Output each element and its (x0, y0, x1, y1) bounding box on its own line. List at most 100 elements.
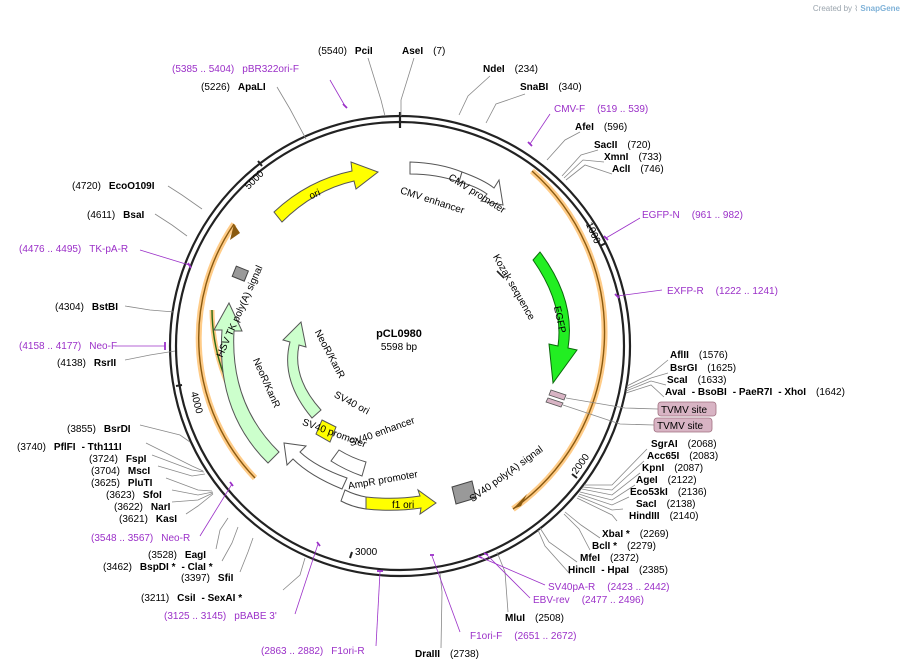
feature-ori (273, 161, 380, 223)
feature-sv40-polya (451, 480, 477, 505)
primer-tk-pa-r: (4476 .. 4495)TK-pA-R (19, 244, 128, 255)
tvmv-label-1: TVMV site (661, 405, 708, 416)
site-bsrgi: BsrGI(1625) (670, 363, 736, 374)
feature-label-kozak: Kozak sequence (490, 253, 537, 323)
orf-arc-egfp-inner (512, 170, 606, 510)
credit-brand: SnapGene (860, 4, 900, 13)
tvmv-box-2 (653, 417, 713, 433)
site-saci: SacI(2138) (636, 499, 695, 510)
primer-pbabe-3: (3125 .. 3145)pBABE 3' (164, 611, 277, 622)
site-afei: AfeI(596) (575, 122, 627, 133)
snapgene-logo-icon: ⌇ (854, 4, 859, 13)
tick-5000 (257, 160, 263, 167)
feature-ampr-promoter (340, 489, 367, 510)
tick-label-5000: 5000 (243, 168, 267, 192)
feature-egfp (532, 251, 578, 385)
site-acc65i: Acc65I(2083) (647, 451, 718, 462)
feature-label-sv40-enhancer: SV40 enhancer (348, 415, 417, 449)
site-pflfi: (3740)PflFI- Tth111I (17, 442, 122, 453)
plasmid-name: pCL0980 (376, 328, 422, 340)
site-csii: (3211)CsiI- SexAI * (141, 593, 242, 604)
credit-prefix: Created by (812, 4, 853, 13)
feature-label-sv40-ori: SV40 ori (332, 390, 371, 418)
site-draiii: DraIII(2738) (415, 649, 479, 660)
site-asei: AseI(7) (402, 46, 445, 57)
feature-kozak (496, 270, 505, 279)
site-sfoi: (3623)SfoI (106, 490, 162, 501)
primer-cmv-f: CMV-F(519 .. 539) (554, 104, 648, 115)
site-kasi: (3621)KasI (119, 514, 177, 525)
tvmv-leaders (562, 397, 659, 426)
site-hincii: HincII- HpaI(2385) (568, 565, 668, 576)
site-scai: ScaI(1633) (667, 375, 726, 386)
feature-label-ori: ori (308, 188, 323, 203)
site-sfii: (3397)SfiI (181, 573, 234, 584)
site-rsrii: (4138)RsrII (57, 358, 116, 369)
snapgene-credit: Created by ⌇ SnapGene (813, 4, 900, 13)
site-sgrai: SgrAI(2068) (651, 439, 717, 450)
site-pcii: (5540)PciI (318, 46, 373, 57)
site-bsai: (4611)BsaI (87, 210, 145, 221)
tick-3000 (349, 551, 353, 559)
feature-label-f1-ori: f1 ori (392, 500, 414, 511)
orf-arc-neo-inner (198, 223, 256, 479)
tick-1000 (599, 242, 607, 247)
site-fspi: (3724)FspI (89, 454, 147, 465)
site-bcli: BclI *(2279) (592, 541, 656, 552)
feature-cmv-promoter (458, 171, 504, 206)
site-hindiii: HindIII(2140) (629, 511, 698, 522)
site-nari: (3622)NarI (114, 502, 171, 513)
feature-sv40-promoter (283, 442, 348, 490)
site-sacii: SacII(720) (594, 140, 651, 151)
site-apali: (5226)ApaLI (201, 82, 266, 93)
site-ndei: NdeI(234) (483, 64, 538, 75)
site-snabi: SnaBI(340) (520, 82, 582, 93)
feature-tvmv-2 (545, 397, 564, 408)
orf-arrow-neo (230, 224, 240, 240)
feature-label-cmv-enhancer: CMV enhancer (399, 186, 466, 217)
tick-2000 (571, 473, 578, 479)
tvmv-box-1 (657, 401, 717, 417)
primer-egfp-n: EGFP-N(961 .. 982) (642, 210, 743, 221)
site-bspdi: (3462)BspDI *- ClaI * (103, 562, 213, 573)
orf-arrow-egfp (513, 494, 527, 509)
site-msci: (3704)MscI (91, 466, 150, 477)
site-bsrdi: (3855)BsrDI (67, 424, 131, 435)
tick-4000 (175, 384, 183, 387)
primer-neo-f: (4158 .. 4177)Neo-F (19, 341, 117, 352)
site-pluti: (3625)PluTI (91, 478, 153, 489)
plasmid-size: 5598 bp (381, 342, 418, 353)
site-agei: AgeI(2122) (636, 475, 697, 486)
site-mfei: MfeI(2372) (580, 553, 639, 564)
tick-label-3000: 3000 (355, 547, 378, 558)
primer-sv40pa-r: SV40pA-R(2423 .. 2442) (548, 582, 670, 593)
site-xmni: XmnI(733) (604, 152, 662, 163)
site-avai: AvaI- BsoBI- PaeR7I- XhoI(1642) (665, 387, 845, 398)
primer-f1ori-r: (2863 .. 2882)F1ori-R (261, 646, 365, 657)
tvmv-label-2: TVMV site (657, 421, 704, 432)
site-bstbi: (4304)BstBI (55, 302, 118, 313)
site-acli: AclI(746) (612, 164, 664, 175)
primer-leaders (115, 79, 663, 647)
feature-label-neo-outer: NeoR/KanR (250, 357, 282, 410)
site-kpni: KpnI(2087) (642, 463, 703, 474)
tick-label-2000: 2000 (570, 452, 592, 477)
site-eco53ki: Eco53kI(2136) (630, 487, 707, 498)
site-aflii: AflII(1576) (670, 350, 728, 361)
feature-f1-ori (365, 488, 437, 516)
site-ecoo109i: (4720)EcoO109I (72, 181, 155, 192)
feature-neo-inner (282, 320, 322, 419)
tick-label-4000: 4000 (188, 391, 204, 416)
feature-hsv-tk-polya (231, 265, 250, 282)
primer-f1ori-f: F1ori-F(2651 .. 2672) (470, 631, 577, 642)
feature-label-neo-inner: NeoR/KanR (312, 328, 347, 380)
site-leaders (124, 57, 669, 649)
primer-pbr322ori-f: (5385 .. 5404)pBR322ori-F (172, 64, 299, 75)
primer-exfp-r: EXFP-R(1222 .. 1241) (667, 286, 778, 297)
primer-ebv-rev: EBV-rev(2477 .. 2496) (533, 595, 644, 606)
site-xbai: XbaI *(2269) (602, 529, 669, 540)
primer-neo-r: (3548 .. 3567)Neo-R (91, 533, 190, 544)
site-mlui: MluI(2508) (505, 613, 564, 624)
feature-tvmv-1 (548, 389, 567, 401)
